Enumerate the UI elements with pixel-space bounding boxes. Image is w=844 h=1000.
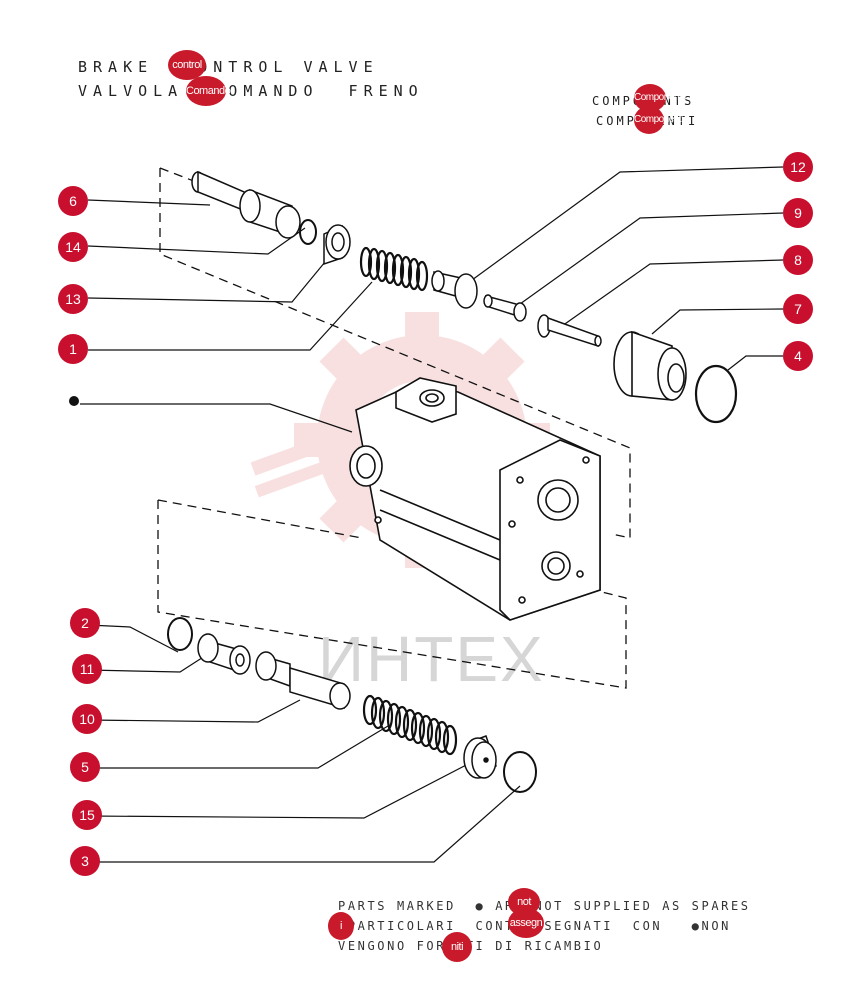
callout-3: 3	[70, 846, 100, 876]
part-13-bushing	[323, 224, 351, 266]
part-10-plunger	[255, 651, 351, 710]
part-11-sleeve	[197, 633, 251, 675]
dashed-axis-top	[159, 168, 631, 539]
overlay-niti: niti	[442, 932, 472, 962]
overlay-i: i	[328, 912, 354, 940]
part-3-oring	[503, 751, 537, 793]
callout-1: 1	[58, 334, 88, 364]
callout-10: 10	[72, 704, 102, 734]
title-it: VALVOLA COMANDO FRENO	[78, 82, 424, 100]
callout-2: 2	[70, 608, 100, 638]
overlay-assegn: assegn	[508, 908, 544, 938]
part-6-piston	[191, 170, 301, 239]
dashed-axis-bottom	[157, 500, 627, 689]
callout-12: 12	[783, 152, 813, 182]
overlay-control: control	[168, 50, 206, 80]
callout-11: 11	[72, 654, 102, 684]
title-en: BRAKE CONTROL VALVE	[78, 58, 379, 76]
callout-14: 14	[58, 232, 88, 262]
part-9-poppet	[483, 294, 527, 322]
part-12-cup	[431, 270, 478, 309]
footer-line-1: PARTS MARKED ● ARE NOT SUPPLIED AS SPARE…	[338, 899, 751, 913]
callout-7: 7	[783, 294, 813, 324]
part-1-spring	[359, 246, 429, 292]
callout-15: 15	[72, 800, 102, 830]
part-5-spring	[362, 694, 458, 756]
callout-5: 5	[70, 752, 100, 782]
callout-8: 8	[783, 245, 813, 275]
part-4-oring	[694, 364, 738, 424]
callout-4: 4	[783, 341, 813, 371]
part-8-pin	[537, 314, 602, 348]
valve-body	[349, 377, 601, 621]
overlay-componenti: Componenti	[634, 106, 683, 134]
part-7-cap	[613, 330, 687, 401]
callout-9: 9	[783, 198, 813, 228]
part-15-plug	[463, 735, 497, 779]
part-14-oring	[299, 219, 317, 245]
watermark-text: ИНТЕХ	[318, 623, 545, 695]
overlay-comando: Comando	[186, 76, 231, 106]
part-2-oring	[167, 617, 193, 651]
callout-13: 13	[58, 284, 88, 314]
bullet-marker-icon	[69, 396, 79, 406]
callout-6: 6	[58, 186, 88, 216]
